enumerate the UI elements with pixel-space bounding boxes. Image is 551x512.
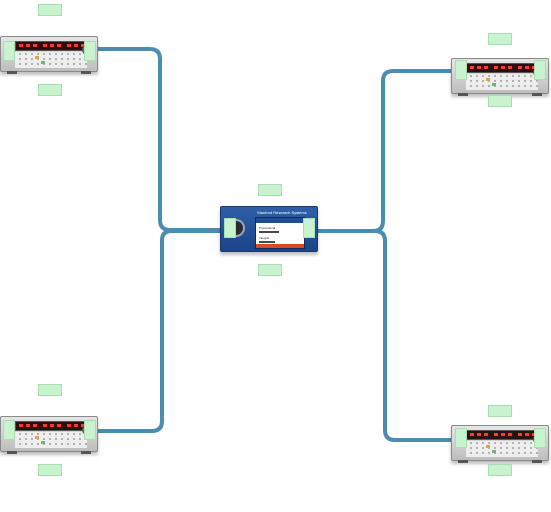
instrument-display [15,41,89,51]
port-top-right-bottom[interactable] [488,95,512,107]
port-bottom-left-top[interactable] [38,384,62,396]
port-center-right[interactable] [303,218,315,238]
port-top-left-bottom[interactable] [38,84,62,96]
instrument-top-left[interactable] [0,36,98,74]
port-center-bottom[interactable] [258,264,282,276]
port-top-left-right[interactable] [84,41,96,61]
port-bottom-right-bottom[interactable] [488,464,512,476]
screen-row-2: Integral [259,236,270,240]
port-center-top[interactable] [258,184,282,196]
port-bottom-left-bottom[interactable] [38,464,62,476]
port-bottom-left-right[interactable] [84,420,96,440]
instrument-display [466,430,540,440]
instrument-bottom-right[interactable] [451,425,549,463]
port-top-left-left[interactable] [3,41,15,61]
link-top-left-to-center[interactable] [95,47,223,232]
instrument-keypad [15,432,87,448]
instrument-display [466,63,540,73]
link-center-to-bottom-right[interactable] [315,229,454,442]
port-top-right-left[interactable] [455,60,467,80]
link-bottom-left-to-center[interactable] [95,229,223,433]
port-center-left[interactable] [224,218,236,238]
port-bottom-right-left[interactable] [455,428,467,448]
controller-screen: Proportional Integral [255,217,305,249]
port-bottom-right-right[interactable] [534,428,546,448]
instrument-display [15,421,89,431]
port-top-right-right[interactable] [534,60,546,80]
link-center-to-top-right[interactable] [315,69,454,233]
instrument-keypad [15,52,87,68]
port-top-right-top[interactable] [488,33,512,45]
controller-brand: Stanford Research Systems [257,210,307,215]
instrument-keypad [466,441,538,457]
screen-row-1: Proportional [259,226,276,230]
controller-center[interactable]: Stanford Research Systems Proportional I… [220,206,318,252]
instrument-keypad [466,74,538,90]
port-top-left-top[interactable] [38,4,62,16]
port-bottom-left-left[interactable] [3,420,15,440]
port-bottom-right-top[interactable] [488,405,512,417]
instrument-top-right[interactable] [451,58,549,96]
